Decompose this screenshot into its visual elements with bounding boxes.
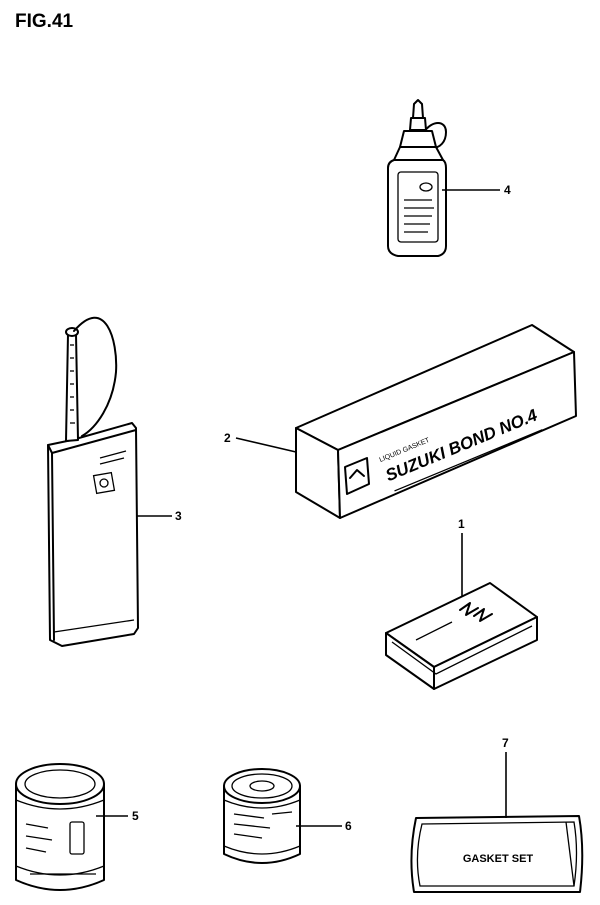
part-4-oil-bottle (387, 99, 447, 257)
part-2-bond-box: LIQUID GASKET SUZUKI BOND NO.4 (295, 324, 577, 519)
gasket-set-label: GASKET SET (463, 853, 534, 865)
svg-text:4: 4 (504, 183, 511, 197)
part-1-small-pack (385, 582, 538, 690)
svg-text:2: 2 (224, 431, 231, 445)
svg-text:6: 6 (345, 819, 352, 833)
callout-6: 6 (296, 819, 352, 833)
callout-2: 2 (224, 431, 297, 453)
figure-title: FIG.41 (15, 11, 74, 32)
svg-text:3: 3 (175, 509, 182, 523)
callout-4: 4 (442, 183, 511, 197)
callout-5: 5 (96, 809, 139, 823)
svg-text:5: 5 (132, 809, 139, 823)
callout-7: 7 (502, 736, 509, 818)
callout-3: 3 (137, 509, 182, 523)
part-3-sealant-can (47, 316, 139, 647)
callout-1: 1 (458, 517, 465, 596)
part-5-open-can (15, 763, 105, 891)
part-7-gasket-set: GASKET SET (410, 815, 584, 893)
svg-text:7: 7 (502, 736, 509, 750)
part-6-small-can (223, 768, 301, 864)
svg-text:1: 1 (458, 517, 465, 531)
